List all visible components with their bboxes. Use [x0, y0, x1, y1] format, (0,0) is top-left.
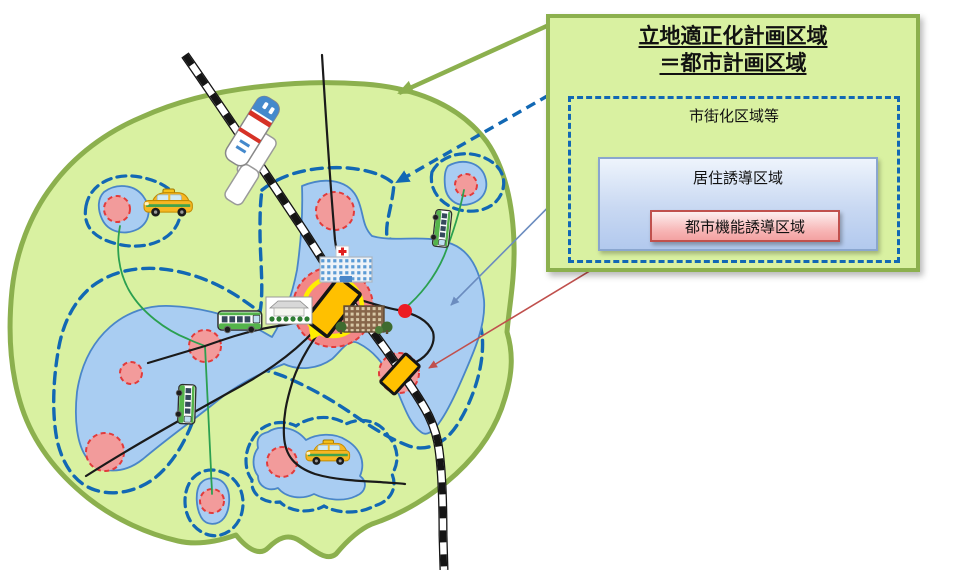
legend-title-line1: 立地適正化計画区域 — [638, 25, 828, 48]
urbanization-boundary-southcenter — [244, 415, 399, 514]
urbanization-boundary-west — [83, 174, 183, 248]
urban-function-area-marker — [119, 361, 143, 385]
legend-urban-function-label: 都市機能誘導区域 — [684, 218, 805, 236]
legend-urban-function-box: 都市機能誘導区域 — [650, 210, 840, 242]
station-icon — [379, 352, 421, 396]
urbanization-boundary-south — [183, 468, 245, 538]
local-roads — [117, 189, 465, 495]
road-line — [84, 328, 317, 478]
hospital-icon — [319, 245, 373, 283]
office-building-icon — [335, 305, 393, 334]
urban-function-area-marker — [315, 191, 355, 231]
urbanization-boundary-northeast — [429, 152, 506, 213]
road-line — [282, 289, 407, 486]
urban-function-area-marker — [266, 446, 298, 478]
local-road-line — [403, 189, 465, 310]
leader-arrow-urbanization — [395, 93, 550, 184]
urban-function-area-marker — [103, 195, 131, 223]
local-road-line — [204, 345, 213, 495]
leader-arrow-plan-area — [397, 22, 550, 96]
junction-dot — [398, 304, 412, 318]
urban-function-area-marker — [454, 173, 478, 197]
urban-function-area-marker — [199, 488, 225, 514]
legend-urbanization-box: 市街化区域等 — [568, 96, 900, 263]
bus-icon — [217, 310, 263, 334]
legend-panel: 立地適正化計画区域 ＝都市計画区域 市街化区域等 居住誘導区域 都市機能誘導区域 — [546, 14, 920, 272]
bus-icon — [174, 383, 197, 425]
legend-urbanization-label: 市街化区域等 — [688, 108, 779, 125]
secondary-station — [379, 352, 421, 396]
legend-title-line2: ＝都市計画区域 — [659, 52, 807, 75]
school-icon — [265, 296, 313, 325]
train-icon — [224, 95, 280, 206]
legend-residential-label: 居住誘導区域 — [692, 170, 783, 187]
legend-title: 立地適正化計画区域 ＝都市計画区域 — [550, 23, 916, 77]
local-road-line — [117, 225, 206, 347]
